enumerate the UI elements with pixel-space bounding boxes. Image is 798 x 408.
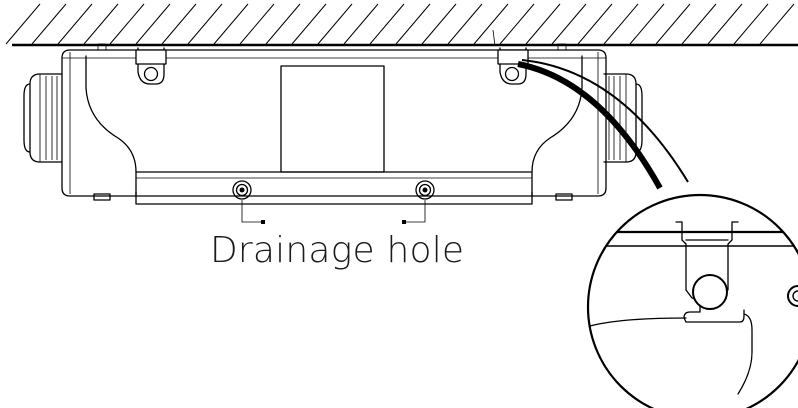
hatch-line <box>499 3 535 45</box>
ceiling-hatching <box>5 3 795 45</box>
hatch-line <box>395 3 431 45</box>
hatch-line <box>733 3 769 45</box>
hatch-line <box>551 3 587 45</box>
hatch-line <box>83 3 119 45</box>
hatch-line <box>239 3 275 45</box>
hatch-line <box>57 3 93 45</box>
hatch-line <box>629 3 665 45</box>
hatch-line <box>447 3 483 45</box>
center-panel <box>280 65 385 173</box>
zoom-connector <box>517 59 689 190</box>
drainage-hole-label: Drainage hole <box>210 230 464 271</box>
hatch-line <box>655 3 691 45</box>
hatch-line <box>161 3 197 45</box>
magnifier-circle <box>586 193 798 408</box>
hatch-line <box>31 3 67 45</box>
left-duct-collar <box>23 73 63 163</box>
hatch-line <box>577 3 613 45</box>
hatch-line <box>603 3 639 45</box>
ceiling <box>5 3 798 47</box>
magnified-content <box>588 221 798 395</box>
hatch-line <box>109 3 145 45</box>
hatch-line <box>343 3 379 45</box>
hatch-line <box>681 3 717 45</box>
hatch-line <box>473 3 509 45</box>
hatch-line <box>525 3 561 45</box>
hatch-line <box>421 3 457 45</box>
left-foot <box>93 193 111 201</box>
hatch-line <box>707 3 743 45</box>
magnified-detail <box>586 193 798 408</box>
drainage-hole-right <box>415 180 435 200</box>
hatch-line <box>759 3 795 45</box>
hatch-line <box>265 3 301 45</box>
hatch-line <box>369 3 405 45</box>
hatch-line <box>213 3 249 45</box>
right-hanging-bracket <box>492 29 529 85</box>
hatch-line <box>317 3 353 45</box>
hatch-line <box>187 3 223 45</box>
left-hanging-bracket <box>135 47 167 85</box>
drainage-hole-left <box>232 180 252 200</box>
hatch-line <box>135 3 171 45</box>
hatch-line <box>5 3 41 45</box>
right-foot <box>555 193 573 201</box>
hatch-line <box>291 3 327 45</box>
label-leaders <box>241 200 426 224</box>
